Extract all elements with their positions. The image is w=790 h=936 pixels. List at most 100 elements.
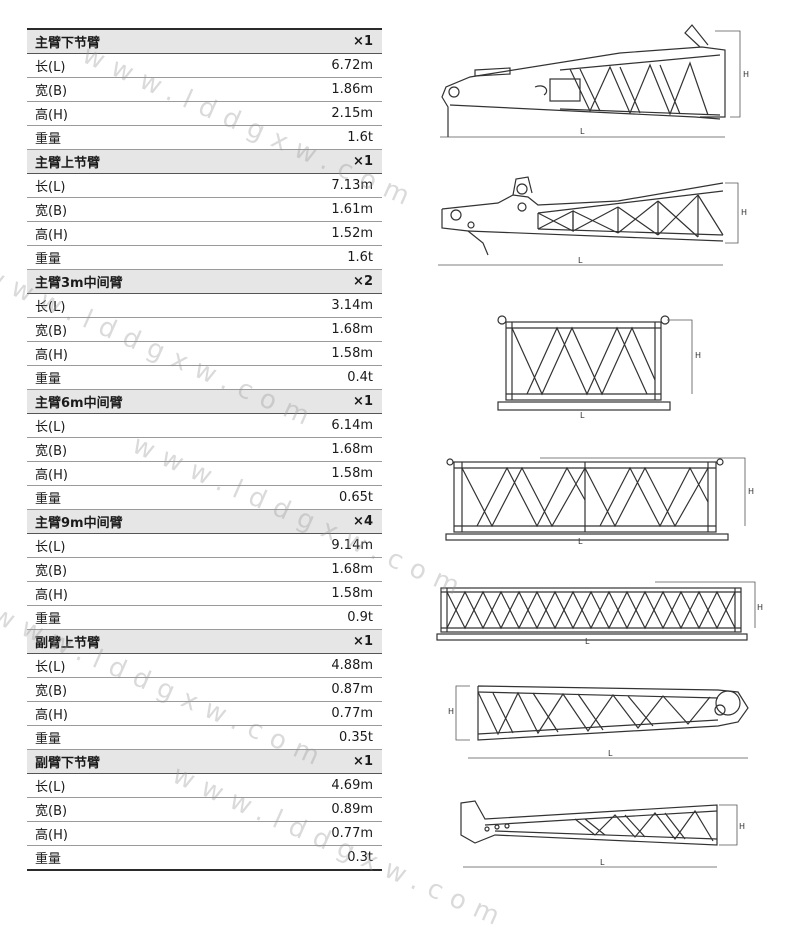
spec-row: 长(L)9.14m bbox=[27, 534, 382, 558]
spec-label: 重量 bbox=[35, 732, 62, 747]
spec-row: 长(L)4.88m bbox=[27, 654, 382, 678]
drawing-7-height-label: H bbox=[739, 822, 745, 831]
spec-row: 宽(B)1.68m bbox=[27, 438, 382, 462]
spec-label: 长(L) bbox=[35, 540, 66, 555]
spec-value: 6.72m bbox=[331, 58, 373, 73]
drawing-main-6m-section: L H bbox=[445, 457, 754, 546]
spec-label: 高(H) bbox=[35, 228, 68, 243]
spec-value: 0.89m bbox=[331, 802, 373, 817]
spec-value: 7.13m bbox=[331, 178, 373, 193]
drawing-3-height-label: H bbox=[695, 351, 701, 360]
spec-value: 0.35t bbox=[338, 730, 373, 745]
drawing-5-length-label: L bbox=[585, 637, 590, 646]
spec-row: 长(L)4.69m bbox=[27, 774, 382, 798]
spec-label: 宽(B) bbox=[35, 324, 68, 339]
drawing-7-length-label: L bbox=[600, 858, 605, 867]
spec-label: 长(L) bbox=[35, 300, 66, 315]
spec-value: 1.58m bbox=[331, 346, 373, 361]
drawing-2-height-label: H bbox=[741, 208, 747, 217]
section-count: ×4 bbox=[353, 514, 373, 529]
spec-label: 重量 bbox=[35, 492, 62, 507]
spec-row: 长(L)6.72m bbox=[27, 54, 382, 78]
spec-row: 高(H) 0.77m bbox=[27, 822, 382, 846]
section-title: 副臂上节臂 bbox=[35, 636, 101, 651]
spec-row: 高(H) 2.15m bbox=[27, 102, 382, 126]
section-title: 主臂上节臂 bbox=[35, 156, 101, 171]
drawing-main-upper-section: L H bbox=[438, 176, 747, 266]
spec-label: 宽(B) bbox=[35, 84, 68, 99]
spec-label: 宽(B) bbox=[35, 564, 68, 579]
drawing-1-height-label: H bbox=[743, 70, 749, 79]
spec-value: 1.6t bbox=[347, 250, 373, 265]
section-count: ×1 bbox=[353, 34, 373, 49]
spec-label: 高(H) bbox=[35, 108, 68, 123]
spec-value: 1.58m bbox=[331, 466, 373, 481]
drawing-6-length-label: L bbox=[608, 749, 613, 758]
spec-label: 高(H) bbox=[35, 828, 68, 843]
spec-label: 高(H) bbox=[35, 468, 68, 483]
section-title: 主臂3m中间臂 bbox=[35, 276, 123, 291]
section-count: ×1 bbox=[353, 394, 373, 409]
section-header: 副臂下节臂×1 bbox=[27, 750, 382, 774]
spec-row: 宽(B) 1.68m bbox=[27, 318, 382, 342]
drawing-1-length-label: L bbox=[580, 127, 585, 136]
spec-value: 1.58m bbox=[331, 586, 373, 601]
spec-value: 0.87m bbox=[331, 682, 373, 697]
spec-row: 宽(B) 1.68m bbox=[27, 558, 382, 582]
spec-label: 长(L) bbox=[35, 660, 66, 675]
spec-value: 1.6t bbox=[347, 130, 373, 145]
section-title: 主臂6m中间臂 bbox=[35, 396, 123, 411]
drawing-2-length-label: L bbox=[578, 256, 583, 265]
section-count: ×1 bbox=[353, 634, 373, 649]
spec-value: 2.15m bbox=[331, 106, 373, 121]
spec-label: 高(H) bbox=[35, 588, 68, 603]
drawing-jib-lower-section: L H bbox=[460, 800, 745, 868]
drawing-jib-upper-section: L H bbox=[448, 685, 749, 759]
spec-row: 宽(B)1.86m bbox=[27, 78, 382, 102]
spec-value: 1.68m bbox=[331, 322, 373, 337]
spec-value: 0.65t bbox=[338, 490, 373, 505]
spec-value: 4.69m bbox=[331, 778, 373, 793]
spec-row: 高(H) 1.52m bbox=[27, 222, 382, 246]
spec-label: 长(L) bbox=[35, 180, 66, 195]
spec-value: 0.77m bbox=[331, 706, 373, 721]
section-header: 副臂上节臂 ×1 bbox=[27, 630, 382, 654]
spec-row: 高(H)1.58m bbox=[27, 342, 382, 366]
spec-row: 重量 1.6t bbox=[27, 246, 382, 270]
spec-row: 宽(B) 1.61m bbox=[27, 198, 382, 222]
drawing-6-height-label: H bbox=[448, 707, 454, 716]
spec-section: 主臂上节臂 ×1 长(L) 7.13m 宽(B) 1.61m 高(H) 1.52m 重量 1.6t bbox=[27, 150, 382, 270]
spec-value: 0.3t bbox=[347, 850, 373, 865]
spec-row: 宽(B) 0.87m bbox=[27, 678, 382, 702]
spec-value: 1.68m bbox=[331, 562, 373, 577]
spec-label: 宽(B) bbox=[35, 804, 68, 819]
section-count: ×1 bbox=[353, 154, 373, 169]
spec-label: 宽(B) bbox=[35, 684, 68, 699]
spec-row: 重量 0.3t bbox=[27, 846, 382, 871]
spec-row: 长(L) 7.13m bbox=[27, 174, 382, 198]
section-header: 主臂下节臂×1 bbox=[27, 30, 382, 54]
spec-value: 1.52m bbox=[331, 226, 373, 241]
spec-label: 重量 bbox=[35, 252, 62, 267]
section-count: ×2 bbox=[353, 274, 373, 289]
spec-label: 重量 bbox=[35, 852, 62, 867]
spec-value: 1.61m bbox=[331, 202, 373, 217]
spec-value: 1.68m bbox=[331, 442, 373, 457]
spec-row: 高(H) 1.58m bbox=[27, 462, 382, 486]
spec-label: 长(L) bbox=[35, 420, 66, 435]
spec-row: 高(H)0.77m bbox=[27, 702, 382, 726]
section-title: 副臂下节臂 bbox=[35, 756, 101, 771]
spec-value: 0.77m bbox=[331, 826, 373, 841]
drawing-5-height-label: H bbox=[757, 603, 763, 612]
spec-section: 副臂上节臂 ×1 长(L)4.88m 宽(B) 0.87m 高(H)0.77m 重量 0.35… bbox=[27, 630, 382, 750]
drawing-4-length-label: L bbox=[578, 537, 583, 546]
spec-label: 宽(B) bbox=[35, 204, 68, 219]
